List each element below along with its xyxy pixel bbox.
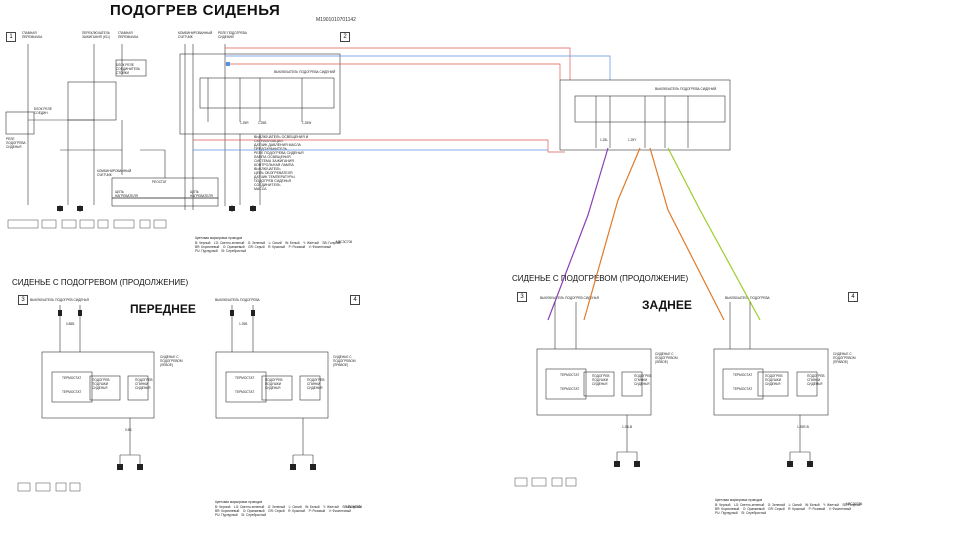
footer-code: M8C3C706 (346, 505, 363, 509)
wire-code: 0.85B (66, 322, 75, 326)
heater-seat-label: ПОДОГРЕВ ПОДУШКИ СИДЕНЬЯ (92, 378, 110, 390)
wire-code: 1.25W (302, 121, 312, 125)
thermostat-label: ТЕРМОСТАТ (235, 376, 255, 380)
rear-label: ЗАДНЕЕ (642, 298, 692, 312)
wire-code: 1.25R (240, 121, 249, 125)
thermostat-label: ТЕРМОСТАТ (235, 390, 255, 394)
heater-seat-label: ПОДОГРЕВ ПОДУШКИ СИДЕНЬЯ (592, 374, 610, 386)
ign-switch-label: ПЕРЕКЛЮЧАТЕЛЬ ЗАЖИГАНИЯ (IG1) (82, 31, 110, 39)
list-item: ВЫКЛЮЧАТЕЛЬ (254, 167, 281, 171)
footer-code: M8C3C706 (336, 240, 353, 244)
page-number-badge: 3 (18, 295, 28, 305)
list-item: ЛАМПА ОСВЕЩЕНИЯ (254, 155, 291, 159)
list-item: ПРЕДОХРАНИТЕЛЬ (254, 147, 287, 151)
front-label: ПЕРЕДНЕЕ (130, 302, 196, 316)
heater-back-label: ПОДОГРЕВ СПИНКИ СИДЕНЬЯ (307, 378, 325, 390)
front-switch-label-r: ВЫКЛЮЧАТЕЛЬ ПОДОГРЕВА (215, 298, 260, 302)
list-item: ЦЕПЬ ОБОГРЕВАТЕЛЯ (254, 171, 293, 175)
page-number-badge: 4 (350, 295, 360, 305)
section-title-right: СИДЕНЬЕ С ПОДОГРЕВОМ (ПРОДОЛЖЕНИЕ) (512, 274, 689, 283)
switch-top-label: ВЫКЛЮЧАТЕЛЬ ПОДОГРЕВА СИДЕНИЙ (274, 70, 336, 74)
page-number-badge: 4 (848, 292, 858, 302)
relay-fuse-label: БЛОК РЕЛЕ СОЕДИН. (34, 107, 52, 115)
thermostat-label: ТЕРМОСТАТ (733, 373, 753, 377)
rear-seat-right-label: СИДЕНЬЕ С ПОДОГРЕВОМ (ПРАВОЕ) (833, 352, 856, 364)
thermostat-label: ТЕРМОСТАТ (62, 390, 82, 394)
main-relay2-label: ГЛАВНАЯ ПЕРЕМЫЧКА (118, 31, 139, 39)
wire-code: 1.25Y (628, 138, 637, 142)
list-item: КОНТРОЛЬНАЯ ЛАМПА (254, 163, 294, 167)
page-title: ПОДОГРЕВ СИДЕНЬЯ (110, 2, 281, 19)
relay-seat-label: РЕЛЕ ПОДОГРЕВА СИДЕНЬЯ (6, 137, 26, 149)
list-item: ДАТЧИК ДАВЛЕНИЯ МАСЛА (254, 143, 301, 147)
switch-rear-label: ВЫКЛЮЧАТЕЛЬ ПОДОГРЕВА СИДЕНИЙ (655, 87, 717, 91)
wire-code: 1.25R-B (797, 425, 809, 429)
combo-meter2-label: КОМБИНИРОВАННЫЙ СЧЕТЧИК (97, 169, 132, 177)
front-switch-label-l: ВЫКЛЮЧАТЕЛЬ ПОДОГРЕВ СИДЕНЬЯ (30, 298, 89, 302)
list-item: РЕЛЕ ПОДОГРЕВА СИДЕНЬЯ (254, 151, 304, 155)
list-item: ДАТЧИК ТЕМПЕРАТУРЫ (254, 175, 295, 179)
list-item: СИСТЕМА ЗАЖИГАНИЯ (254, 159, 294, 163)
wire-code: 0.5B (125, 428, 132, 432)
heater-back-label: ПОДОГРЕВ СПИНКИ СИДЕНЬЯ (807, 374, 825, 386)
wire-code: 1.25B (258, 121, 267, 125)
section-title-left: СИДЕНЬЕ С ПОДОГРЕВОМ (ПРОДОЛЖЕНИЕ) (12, 278, 189, 287)
heater-seat-label: ПОДОГРЕВ ПОДУШКИ СИДЕНЬЯ (265, 378, 283, 390)
list-item: СОЕДИНИТЕЛЬ (254, 183, 281, 187)
combo-meter-label: КОМБИНИРОВАННЫЙ СЧЕТЧИК (178, 31, 213, 39)
seat-right-label: СИДЕНЬЕ С ПОДОГРЕВОМ (ПРАВОЕ) (333, 355, 356, 367)
seat-heater-relay-label: РЕЛЕ ПОДОГРЕВА СИДЕНИЙ (218, 31, 247, 39)
rear-switch-label-l: ВЫКЛЮЧАТЕЛЬ ПОДОГРЕВ СИДЕНЬЯ (540, 296, 599, 300)
rear-seat-left-label: СИДЕНЬЕ С ПОДОГРЕВОМ (ЛЕВОЕ) (655, 352, 678, 364)
wire-code: 1.25B (239, 322, 248, 326)
thermostat-label: ТЕРМОСТАТ (560, 387, 580, 391)
rear-switch-label-r: ВЫКЛЮЧАТЕЛЬ ПОДОГРЕВА (725, 296, 770, 300)
seat-left-label: СИДЕНЬЕ С ПОДОГРЕВОМ (ЛЕВОЕ) (160, 355, 183, 367)
wire-code: 1.25L (600, 138, 608, 142)
relay-block-label: БЛОК РЕЛЕ СОЕДИНИТЕЛЬ СТОЙКИ (116, 63, 141, 75)
thermostat-label: ТЕРМОСТАТ (62, 376, 82, 380)
thermostat-label: ТЕРМОСТАТ (733, 387, 753, 391)
rheostat-label: РЕОСТАТ (152, 180, 167, 184)
main-relay-label: ГЛАВНАЯ ПЕРЕМЫЧКА (22, 31, 43, 39)
heater-seat-label: ПОДОГРЕВ ПОДУШКИ СИДЕНЬЯ (765, 374, 783, 386)
ecu-label: ЦЕПЬ НАГРЕВАТЕЛЯ (115, 190, 138, 198)
page-number-badge: 1 (6, 32, 16, 42)
connector-list: ВЫКЛЮЧАТЕЛЬ ОСВЕЩЕНИЯ И СИГНАЛИЗАЦИИ ДАТ… (254, 135, 334, 191)
heater-back-label: ПОДОГРЕВ СПИНКИ СИДЕНЬЯ (135, 378, 153, 390)
list-item: ВЫКЛЮЧАТЕЛЬ ОСВЕЩЕНИЯ И СИГНАЛИЗАЦИИ (254, 135, 309, 143)
page-number-badge: 3 (517, 292, 527, 302)
footer-code: M8C3C706 (846, 502, 863, 506)
page-number-badge: 2 (340, 32, 350, 42)
thermostat-label: ТЕРМОСТАТ (560, 373, 580, 377)
list-item: ПОДОГРЕВ СИДЕНЬЯ (254, 179, 292, 183)
document-id: M1901010701142 (316, 17, 356, 23)
dimmer-label: ЦЕПЬ НАГРЕВАТЕЛЯ (190, 190, 213, 198)
